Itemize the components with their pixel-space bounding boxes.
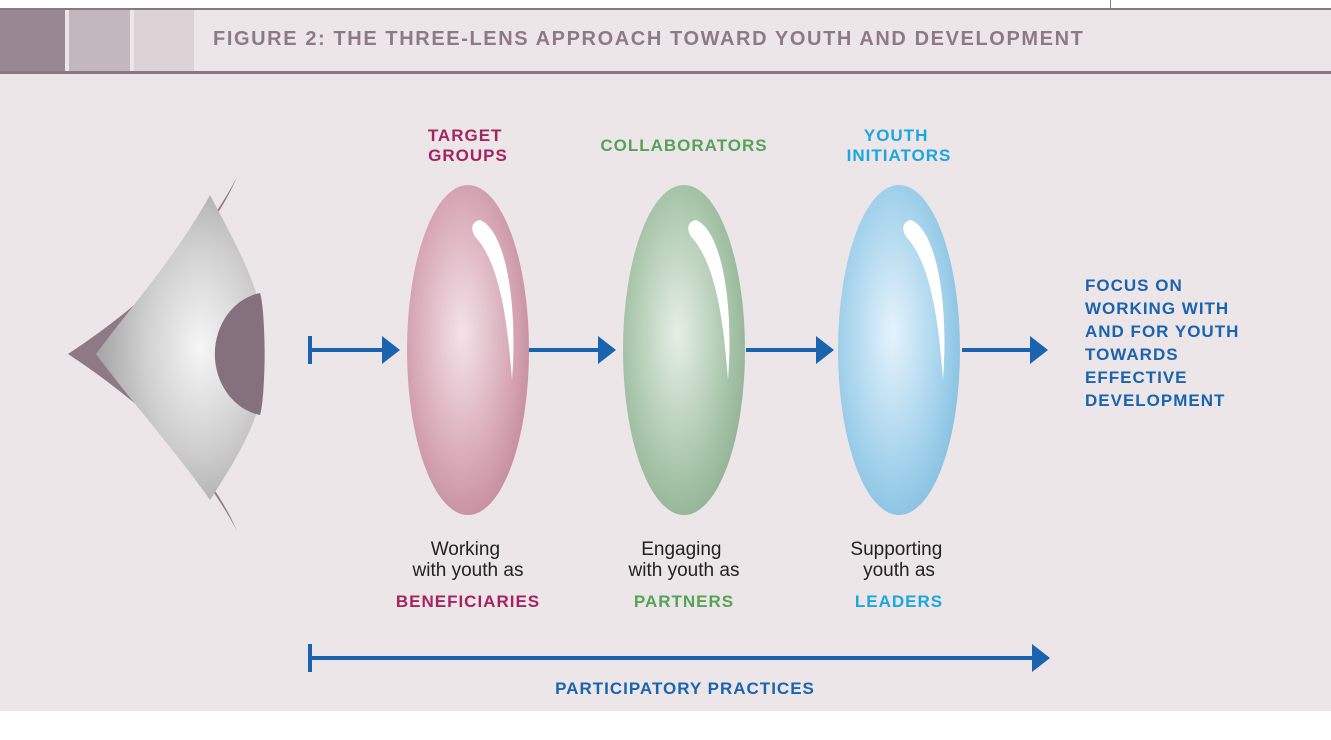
desc-line: Engaging bbox=[641, 539, 721, 560]
flow-arrows bbox=[308, 336, 1048, 364]
focus-line: TOWARDS bbox=[1085, 345, 1179, 364]
corner-tick bbox=[1110, 0, 1111, 9]
focus-line: DEVELOPMENT bbox=[1085, 391, 1225, 410]
lens-title-line: YOUTH bbox=[864, 126, 929, 145]
header-rule bbox=[0, 71, 1331, 74]
lens-target-groups bbox=[407, 185, 529, 515]
desc-line: Working bbox=[431, 539, 500, 560]
focus-line: EFFECTIVE bbox=[1085, 368, 1188, 387]
lens-title-line: GROUPS bbox=[428, 146, 508, 165]
figure-title: FIGURE 2: THE THREE-LENS APPROACH TOWARD… bbox=[213, 28, 1085, 50]
desc-line: with youth as bbox=[628, 560, 740, 581]
focus-line: AND FOR YOUTH bbox=[1085, 322, 1239, 341]
role-leaders: LEADERS bbox=[855, 592, 943, 611]
desc-line: youth as bbox=[863, 560, 935, 581]
focus-line: WORKING WITH bbox=[1085, 299, 1229, 318]
participatory-practices-arrow bbox=[308, 644, 1050, 672]
lens-title-collaborators: COLLABORATORS bbox=[600, 136, 767, 155]
lens-desc-youth-initiators: Supporting youth as bbox=[850, 539, 947, 581]
figure-header bbox=[0, 10, 1331, 71]
lens-title-youth-initiators: YOUTH INITIATORS bbox=[847, 126, 952, 165]
header-swatch-light bbox=[134, 10, 194, 71]
participatory-practices-label: PARTICIPATORY PRACTICES bbox=[555, 679, 815, 698]
desc-line: Supporting bbox=[850, 539, 942, 560]
role-beneficiaries: BENEFICIARIES bbox=[396, 592, 540, 611]
lens-desc-target-groups: Working with youth as bbox=[412, 539, 524, 581]
eye-icon bbox=[68, 177, 265, 531]
lens-collaborators bbox=[623, 185, 745, 515]
header-swatch-mid bbox=[69, 10, 130, 71]
header-swatch-dark bbox=[0, 10, 65, 71]
lens-title-line: INITIATORS bbox=[847, 146, 952, 165]
lens-desc-collaborators: Engaging with youth as bbox=[628, 539, 740, 581]
top-rule bbox=[0, 8, 1331, 10]
lens-title-line: TARGET bbox=[428, 126, 503, 145]
role-partners: PARTNERS bbox=[634, 592, 734, 611]
lens-youth-initiators bbox=[838, 185, 960, 515]
desc-line: with youth as bbox=[412, 560, 524, 581]
focus-line: FOCUS ON bbox=[1085, 276, 1183, 295]
lens-title-target-groups: TARGET GROUPS bbox=[428, 126, 508, 165]
lens-title-line: COLLABORATORS bbox=[600, 136, 767, 155]
focus-statement: FOCUS ON WORKING WITH AND FOR YOUTH TOWA… bbox=[1085, 276, 1245, 410]
